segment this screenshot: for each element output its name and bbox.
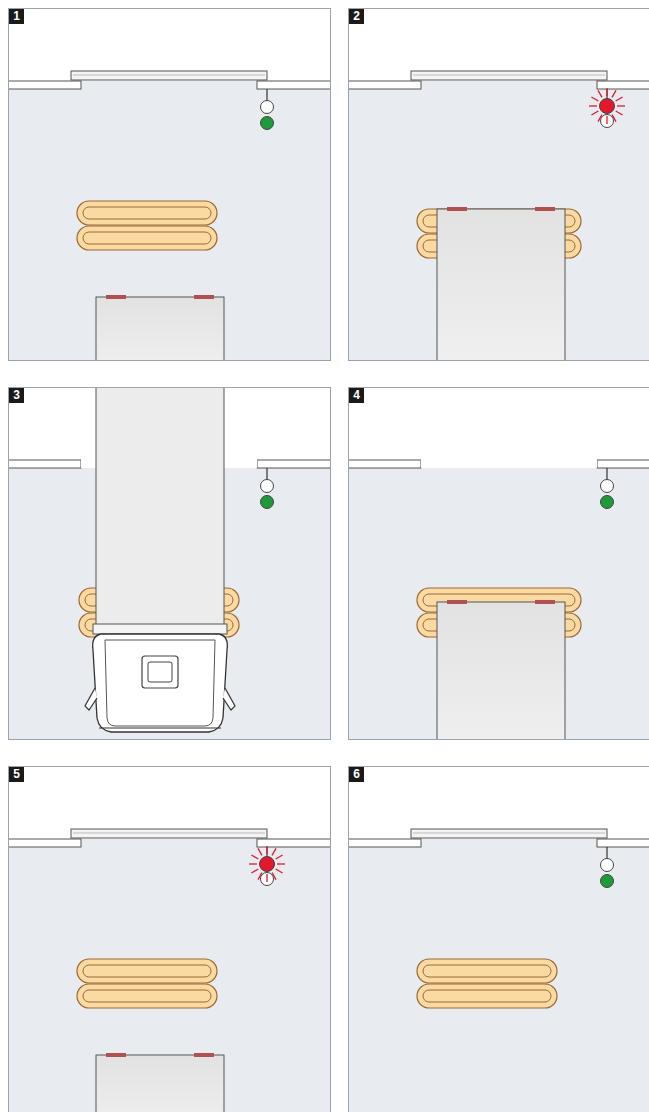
callout-number: 5 <box>9 767 24 782</box>
dock-illustration <box>9 388 331 740</box>
scene-panel: 5 <box>8 766 331 1112</box>
scene-panel: 3 <box>8 387 331 740</box>
dock-illustration <box>349 767 649 1112</box>
dock-illustration <box>9 767 331 1112</box>
scene-panel: 1 <box>8 8 331 361</box>
callout-number: 3 <box>9 388 24 403</box>
dock-illustration <box>9 9 331 361</box>
scene-panel: 2 <box>348 8 649 361</box>
scene-panel: 6 <box>348 766 649 1112</box>
callout-number: 2 <box>349 9 364 24</box>
callout-number: 4 <box>349 388 364 403</box>
dock-illustration <box>349 388 649 740</box>
scene-panel: 4 <box>348 387 649 740</box>
callout-number: 1 <box>9 9 24 24</box>
callout-number: 6 <box>349 767 364 782</box>
dock-illustration <box>349 9 649 361</box>
